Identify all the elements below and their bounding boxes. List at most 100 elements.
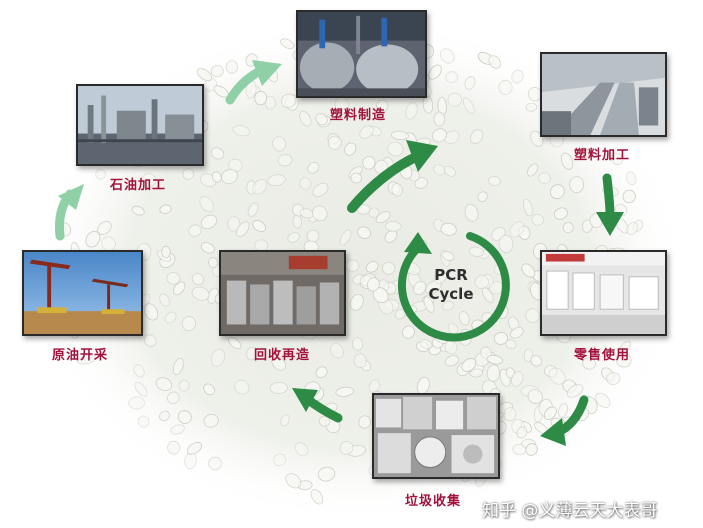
pellet [375, 211, 391, 224]
pellet [391, 183, 403, 197]
arrow-retail-to-waste-head [540, 418, 566, 446]
pellet [525, 102, 538, 112]
pellet [447, 322, 459, 335]
pellet [101, 236, 116, 252]
pellet [610, 152, 624, 165]
pellet [443, 165, 456, 177]
pellet [413, 280, 427, 296]
pellet [234, 379, 250, 395]
pellet [432, 128, 447, 143]
pellet [622, 189, 636, 204]
pellet [186, 441, 203, 455]
pellet [350, 172, 363, 184]
pellet [267, 174, 286, 187]
pellet [210, 348, 226, 367]
pellet [339, 440, 354, 455]
pellet [444, 355, 460, 367]
pellet [144, 303, 159, 321]
pellet [390, 130, 409, 141]
pellet [553, 207, 568, 220]
pellet [357, 226, 371, 239]
pellet [299, 177, 312, 190]
pellet [523, 198, 533, 217]
pellet [510, 371, 524, 387]
pellet [280, 414, 290, 427]
pellet [200, 242, 215, 254]
pellet [543, 406, 557, 420]
pellet [444, 130, 460, 144]
pcr-cycle-label: PCR Cycle [410, 266, 492, 304]
pellet [128, 396, 145, 410]
pellet [294, 442, 309, 457]
pellet [358, 415, 372, 429]
pellet [317, 466, 336, 482]
pellet [203, 383, 215, 396]
waste-collection-label: 垃圾收集 [405, 494, 462, 509]
pellet [474, 275, 489, 290]
pellet [211, 171, 222, 183]
plastic-processing-label: 塑料加工 [574, 148, 631, 163]
pellet [594, 392, 611, 408]
arrow-extraction-to-processing-head [58, 184, 84, 210]
arrow-processing-to-retail-head [596, 212, 624, 236]
pellet [626, 171, 637, 186]
pellet [133, 364, 145, 378]
pellet [405, 102, 418, 120]
pellet [330, 343, 344, 359]
pellet [254, 90, 268, 106]
pellet [77, 354, 96, 365]
pellet [493, 331, 508, 345]
pellet [345, 259, 360, 272]
pellet [312, 182, 329, 197]
pellet [246, 346, 258, 361]
pellet [531, 213, 545, 226]
pellet [159, 293, 170, 307]
pellet [85, 230, 101, 248]
pellet [166, 272, 181, 285]
pellet [315, 113, 328, 126]
arrow-recycling-to-manufacturing [347, 151, 423, 213]
pellet [462, 97, 475, 114]
pellet [433, 164, 446, 176]
pellet [368, 379, 380, 393]
pellet [440, 222, 457, 236]
pellet [306, 229, 320, 243]
pellet [143, 334, 157, 347]
pellet [208, 456, 222, 471]
pellet [615, 352, 632, 368]
pellet [423, 296, 435, 313]
pellet [335, 386, 354, 397]
retail-use-photo [540, 250, 667, 336]
pellet [271, 356, 287, 371]
pellet [525, 308, 541, 323]
pellet [247, 202, 259, 217]
pellet [228, 336, 242, 350]
pellet [488, 175, 501, 187]
pellet [277, 154, 293, 167]
pellet [95, 168, 106, 180]
pellet [433, 111, 446, 127]
pellet [582, 357, 596, 370]
pellet [344, 142, 357, 156]
pellet [210, 147, 225, 160]
pellet [384, 221, 402, 232]
recycling-remanufacturing-label: 回收再造 [254, 348, 311, 363]
pellet [527, 163, 539, 177]
pellet [141, 173, 156, 188]
pellet [367, 277, 380, 292]
pellet [368, 207, 380, 218]
recycling-remanufacturing-photo [219, 250, 346, 336]
pellet [362, 156, 376, 170]
pellet [170, 424, 185, 435]
pellet [530, 355, 543, 367]
pellet [365, 261, 379, 273]
pellet [188, 224, 202, 237]
pellet [505, 339, 517, 350]
pellet [159, 204, 172, 214]
pellet [299, 110, 312, 127]
pellet [458, 311, 470, 326]
pellet [196, 68, 213, 82]
pellet [464, 76, 476, 90]
pellet [505, 367, 515, 379]
